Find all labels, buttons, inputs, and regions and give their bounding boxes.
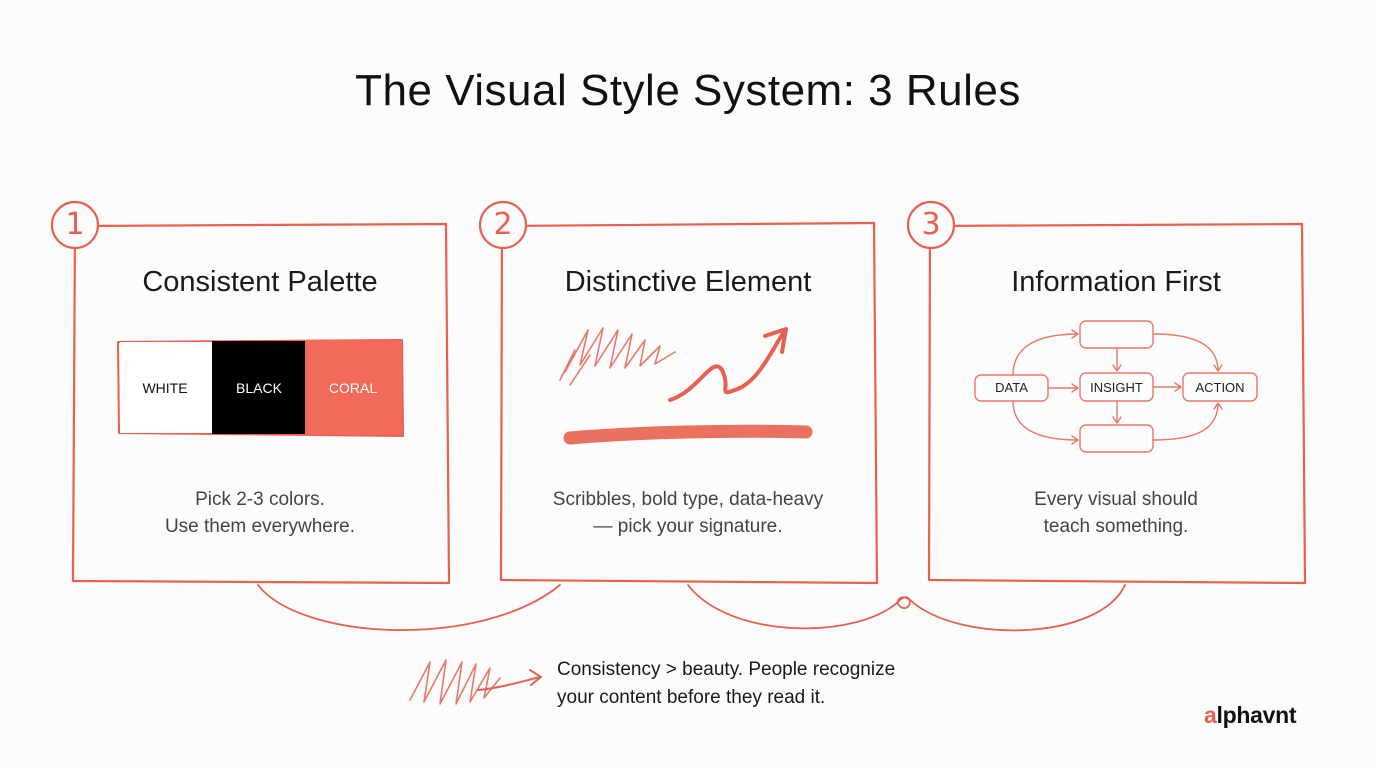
flow-diagram-lines [974,320,1258,453]
number-1-circle [50,200,100,250]
rule-1-caption-line2: Use them everywhere. [164,516,356,537]
panel-2-frame [499,221,879,585]
footer-arrow [477,669,542,691]
number-3-circle [906,200,956,250]
swatch-white-label: WHITE [142,380,188,396]
rule-2-caption-line2: — pick your signature. [593,516,783,537]
brand-logo: alphavnt [1204,702,1296,729]
rule-2-caption: Scribbles, bold type, data-heavy — pick … [498,486,878,540]
swatch-white [120,342,212,433]
wavy-arrow [668,328,787,402]
rule-3-caption-line2: teach something. [1043,516,1189,537]
swatch-black-label: BLACK [236,380,282,396]
footer-scribble [409,659,501,705]
page-title: The Visual Style System: 3 Rules [355,66,1021,115]
rule-2-number: 2 [493,207,513,242]
connector-line [257,584,1126,632]
flow-action-label: ACTION [1195,380,1245,395]
rule-1-number: 1 [65,207,85,242]
swatch-coral-label: CORAL [328,380,378,396]
footer-note-line1: Consistency > beauty. People recognize [557,659,896,680]
number-2-circle [478,200,528,250]
rule-1-title: Consistent Palette [142,266,378,298]
rule-3-caption: Every visual should teach something. [926,486,1306,540]
scribble-mark [559,327,676,386]
swatch-black [212,341,305,434]
rule-2-title: Distinctive Element [564,266,812,298]
footer-note: Consistency > beauty. People recognize y… [557,656,977,712]
footer-note-line2: your content before they read it. [557,687,826,708]
rule-3-number: 3 [921,207,941,242]
brush-stroke [563,424,813,445]
panel-1-frame [71,222,451,585]
swatch-coral [305,340,402,435]
rule-1-caption: Pick 2-3 colors. Use them everywhere. [70,486,450,540]
panel-3-frame [927,222,1307,585]
flow-insight-label: INSIGHT [1090,380,1143,395]
rule-1-caption-line1: Pick 2-3 colors. [195,489,325,510]
flow-data-label: DATA [995,380,1028,395]
rule-2-caption-line1: Scribbles, bold type, data-heavy [552,489,824,510]
logo-accent: a [1204,702,1217,728]
wavy-arrow-head [763,327,788,354]
logo-text: lphavnt [1216,702,1297,728]
rule-3-caption-line1: Every visual should [1034,489,1198,510]
rule-3-title: Information First [1011,266,1221,298]
